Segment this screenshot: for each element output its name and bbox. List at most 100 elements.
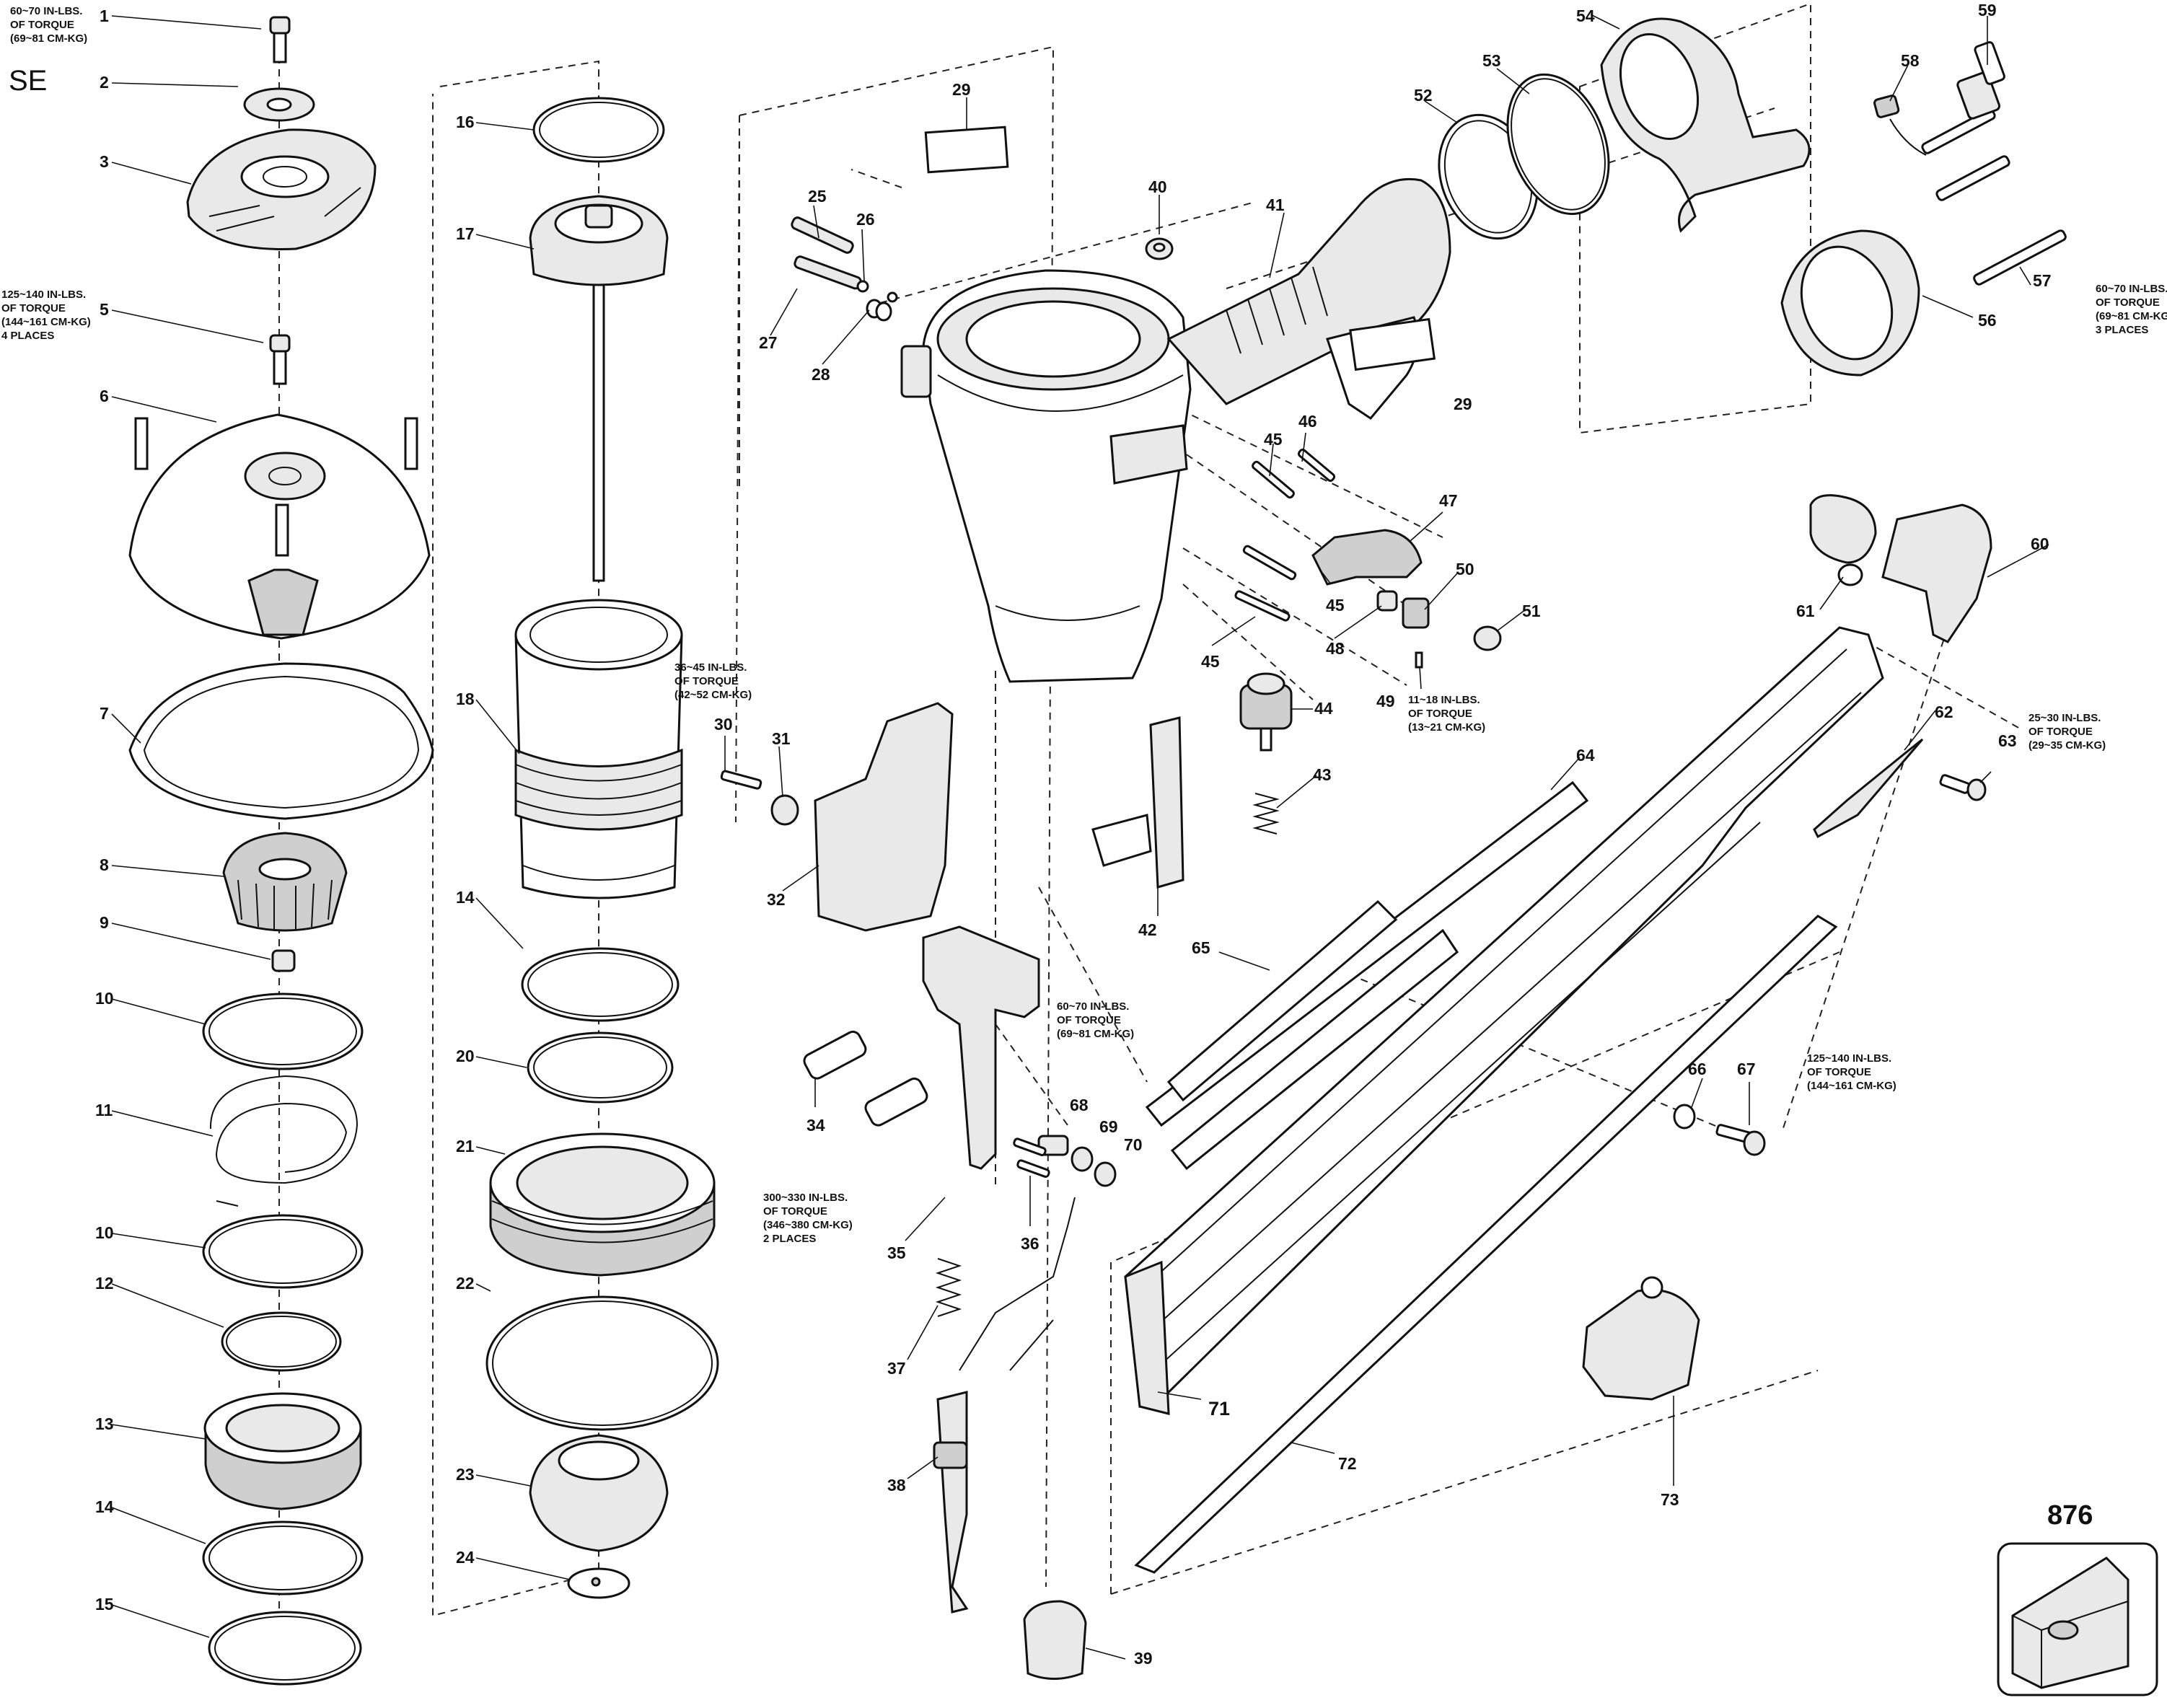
label-57: 57 [2033, 271, 2052, 290]
label-34: 34 [806, 1116, 825, 1135]
part-42-bracket [1091, 716, 1184, 889]
label-44: 44 [1314, 699, 1333, 718]
part-58-cap [1873, 94, 1927, 156]
ring-53 [1506, 73, 1610, 216]
label-31: 31 [772, 729, 791, 748]
part-54-hook [1600, 17, 1811, 233]
part-63-screw [1939, 774, 1987, 801]
label-20: 20 [456, 1047, 475, 1065]
housing [900, 269, 1192, 683]
part-65-label [1166, 899, 1459, 1171]
kit-number: 876 [2047, 1500, 2093, 1531]
label-67: 67 [1737, 1060, 1756, 1078]
label-8: 8 [100, 855, 109, 874]
part-29-label-right [1349, 317, 1436, 371]
svg-text:(13~21 CM-KG): (13~21 CM-KG) [1408, 721, 1485, 734]
label-62: 62 [1935, 703, 1953, 721]
svg-text:(69~81 CM-KG): (69~81 CM-KG) [10, 32, 87, 45]
part-60-guard [1809, 494, 1992, 643]
part-37-spring [935, 1258, 962, 1317]
label-10a: 10 [95, 989, 114, 1008]
label-36: 36 [1021, 1234, 1039, 1253]
part-13-bumper-ring [203, 1392, 362, 1510]
label-13: 13 [95, 1414, 114, 1433]
label-53: 53 [1482, 51, 1501, 70]
part-72-pusher-rail [1134, 915, 1838, 1574]
label-51: 51 [1522, 602, 1541, 620]
torque-note-valve: 11~18 IN-LBS. OF TORQUE (13~21 CM-KG) [1408, 694, 1485, 734]
part-8-exhaust-deflector [222, 832, 348, 932]
part-39-cap [1023, 1600, 1087, 1680]
label-45c: 45 [1201, 652, 1220, 671]
part-51-nut [1473, 625, 1502, 651]
label-47: 47 [1439, 491, 1458, 510]
label-49: 49 [1376, 692, 1395, 710]
part-26-washer [856, 280, 898, 303]
label-25: 25 [808, 187, 827, 206]
label-37: 37 [887, 1359, 906, 1378]
part-labels: 1 2 3 5 6 7 8 9 10 11 10 12 13 14 15 16 … [9, 1, 2093, 1668]
label-73: 73 [1661, 1490, 1679, 1509]
label-14a: 14 [95, 1497, 114, 1516]
part-40-nut [1145, 237, 1174, 260]
part-57-bolts [1921, 108, 2067, 286]
label-52: 52 [1414, 86, 1433, 105]
svg-text:OF TORQUE: OF TORQUE [674, 675, 739, 687]
label-7: 7 [100, 704, 109, 723]
svg-text:OF TORQUE: OF TORQUE [1408, 708, 1472, 720]
svg-text:(69~81 CM-KG): (69~81 CM-KG) [1057, 1028, 1134, 1040]
part-69-ring [1071, 1146, 1094, 1172]
label-43: 43 [1313, 765, 1332, 784]
label-22: 22 [456, 1274, 475, 1293]
corner-label: SE [9, 65, 47, 97]
ring-14-mid [521, 947, 680, 1022]
svg-text:(144~161 CM-KG): (144~161 CM-KG) [1, 316, 91, 328]
label-58: 58 [1901, 51, 1920, 70]
svg-text:(42~52 CM-KG): (42~52 CM-KG) [674, 689, 752, 701]
part-56-end-cap [1780, 229, 1920, 377]
part-38-contact-trip [933, 1197, 1076, 1614]
label-54: 54 [1576, 6, 1595, 25]
part-7-gasket [128, 662, 434, 820]
svg-text:60~70 IN-LBS.: 60~70 IN-LBS. [2096, 283, 2167, 295]
part-27-pin [794, 255, 862, 290]
label-61: 61 [1796, 602, 1815, 620]
label-6: 6 [100, 387, 109, 405]
svg-text:60~70 IN-LBS.: 60~70 IN-LBS. [1057, 1000, 1129, 1013]
label-32: 32 [767, 890, 786, 909]
torque-note-end-cap: 60~70 IN-LBS. OF TORQUE (69~81 CM-KG) 3 … [2096, 283, 2167, 336]
part-43-spring [1252, 793, 1280, 835]
label-70: 70 [1124, 1135, 1143, 1154]
svg-text:300~330 IN-LBS.: 300~330 IN-LBS. [763, 1192, 848, 1204]
ring-22 [485, 1295, 719, 1431]
part-17-piston [529, 195, 669, 582]
label-42: 42 [1138, 920, 1157, 939]
label-26: 26 [856, 210, 875, 229]
part-6-cylinder-cap [128, 413, 431, 640]
svg-text:OF TORQUE: OF TORQUE [10, 19, 74, 31]
ring-15 [208, 1611, 362, 1686]
svg-text:60~70 IN-LBS.: 60~70 IN-LBS. [10, 5, 82, 17]
svg-text:(144~161 CM-KG): (144~161 CM-KG) [1807, 1080, 1896, 1092]
part-21-seal [489, 1132, 716, 1277]
kit-box [1997, 1542, 2158, 1696]
svg-text:(346~380 CM-KG): (346~380 CM-KG) [763, 1219, 853, 1231]
part-62-latch [1813, 738, 1924, 839]
label-23: 23 [456, 1465, 475, 1484]
part-44-valve [1239, 672, 1293, 752]
part-9-nut [271, 949, 296, 972]
torque-note-top-left: 60~70 IN-LBS. OF TORQUE (69~81 CM-KG) [10, 5, 87, 45]
label-50: 50 [1456, 560, 1474, 578]
svg-text:3 PLACES: 3 PLACES [2096, 324, 2148, 336]
torque-note-cylinder: 36~45 IN-LBS. OF TORQUE (42~52 CM-KG) [674, 661, 752, 701]
svg-text:25~30 IN-LBS.: 25~30 IN-LBS. [2028, 712, 2101, 724]
part-45-pins [1234, 449, 1336, 622]
svg-text:36~45 IN-LBS.: 36~45 IN-LBS. [674, 661, 747, 674]
part-30-screw [720, 770, 762, 790]
svg-text:OF TORQUE: OF TORQUE [2096, 296, 2160, 309]
part-61-nut [1837, 563, 1863, 586]
part-49-pin [1415, 651, 1423, 669]
part-70-ring [1094, 1161, 1117, 1187]
torque-note-screws: 300~330 IN-LBS. OF TORQUE (346~380 CM-KG… [763, 1192, 853, 1245]
